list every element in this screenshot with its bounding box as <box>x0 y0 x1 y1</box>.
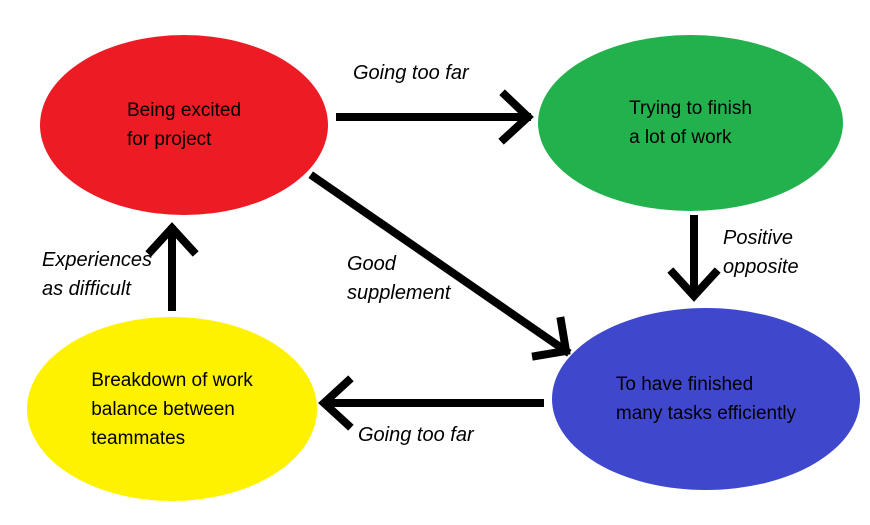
node-being-excited-label: Being excited for project <box>126 100 242 150</box>
node-trying-to-finish-label: Trying to finish a lot of work <box>629 98 752 148</box>
node-finished-many-tasks: To have finished many tasks efficiently <box>552 308 860 490</box>
node-finished-many-tasks-label: To have finished many tasks efficiently <box>615 374 797 424</box>
arrow-trying-to-finished <box>667 215 721 302</box>
node-breakdown-of-work: Breakdown of work balance between teamma… <box>27 317 317 501</box>
edge-label-going-too-far-top: Going too far <box>353 62 469 84</box>
arrow-excited-to-trying <box>336 89 534 145</box>
node-being-excited: Being excited for project <box>40 35 328 215</box>
edge-label-good-supplement: Good supplement <box>347 253 451 304</box>
edge-label-going-too-far-bottom: Going too far <box>358 424 474 446</box>
node-trying-to-finish: Trying to finish a lot of work <box>538 35 843 211</box>
node-breakdown-of-work-label: Breakdown of work balance between teamma… <box>91 369 253 449</box>
arrow-finished-to-breakdown <box>318 375 544 431</box>
arrow-breakdown-to-excited <box>145 222 199 311</box>
edge-label-experiences-as-difficult: Experiences as difficult <box>42 249 153 300</box>
edge-label-positive-opposite: Positive opposite <box>723 227 799 278</box>
